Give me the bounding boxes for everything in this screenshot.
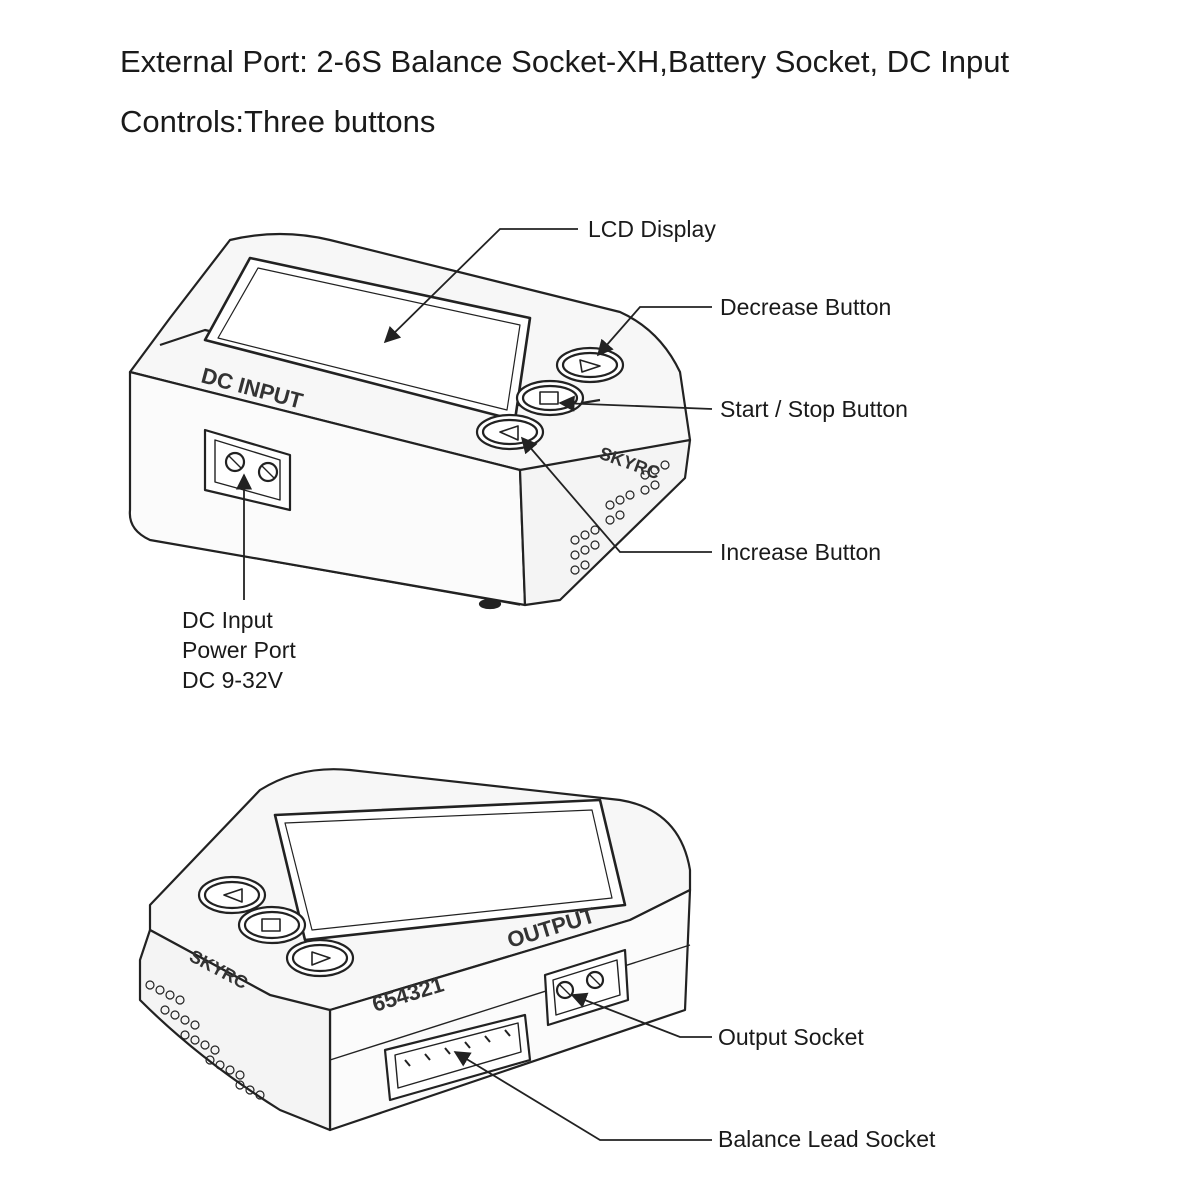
leader-output-socket bbox=[570, 992, 712, 1038]
label-increase-button: Increase Button bbox=[720, 539, 881, 565]
top-device-side-face bbox=[518, 438, 692, 607]
bottom-output-socket bbox=[543, 948, 630, 1027]
leader-start-stop bbox=[558, 395, 713, 412]
bottom-start-stop-button bbox=[237, 905, 307, 945]
label-dc-input-3: DC 9-32V bbox=[182, 667, 284, 693]
label-dc-input-2: Power Port bbox=[182, 637, 296, 663]
bottom-device bbox=[138, 768, 692, 1132]
label-decrease-button: Decrease Button bbox=[720, 294, 891, 320]
label-start-stop-button: Start / Stop Button bbox=[720, 396, 908, 422]
bottom-leaders bbox=[453, 992, 712, 1141]
top-side-vents bbox=[570, 460, 670, 575]
leader-decrease bbox=[596, 306, 712, 357]
bottom-lcd-screen bbox=[273, 798, 627, 942]
top-device bbox=[128, 232, 692, 610]
controls-line: Controls:Three buttons bbox=[120, 104, 436, 139]
leader-increase bbox=[520, 436, 712, 553]
top-decrease-button bbox=[555, 346, 625, 384]
leader-balance-lead bbox=[453, 1051, 712, 1141]
top-increase-button bbox=[475, 413, 545, 451]
bottom-side-vents bbox=[145, 980, 265, 1100]
external-port-line: External Port: 2-6S Balance Socket-XH,Ba… bbox=[120, 44, 1010, 79]
leader-lcd bbox=[383, 228, 578, 344]
top-leaders bbox=[235, 228, 713, 600]
top-start-stop-button bbox=[515, 379, 585, 417]
top-dc-input-socket bbox=[203, 428, 292, 512]
label-balance-lead-socket: Balance Lead Socket bbox=[718, 1126, 936, 1152]
label-output-socket: Output Socket bbox=[718, 1024, 864, 1050]
label-dc-input-1: DC Input bbox=[182, 607, 273, 633]
bottom-increase-button bbox=[197, 875, 267, 915]
bottom-device-side-face bbox=[138, 928, 332, 1132]
label-lcd-display: LCD Display bbox=[588, 216, 716, 242]
bottom-decrease-button bbox=[285, 938, 355, 978]
